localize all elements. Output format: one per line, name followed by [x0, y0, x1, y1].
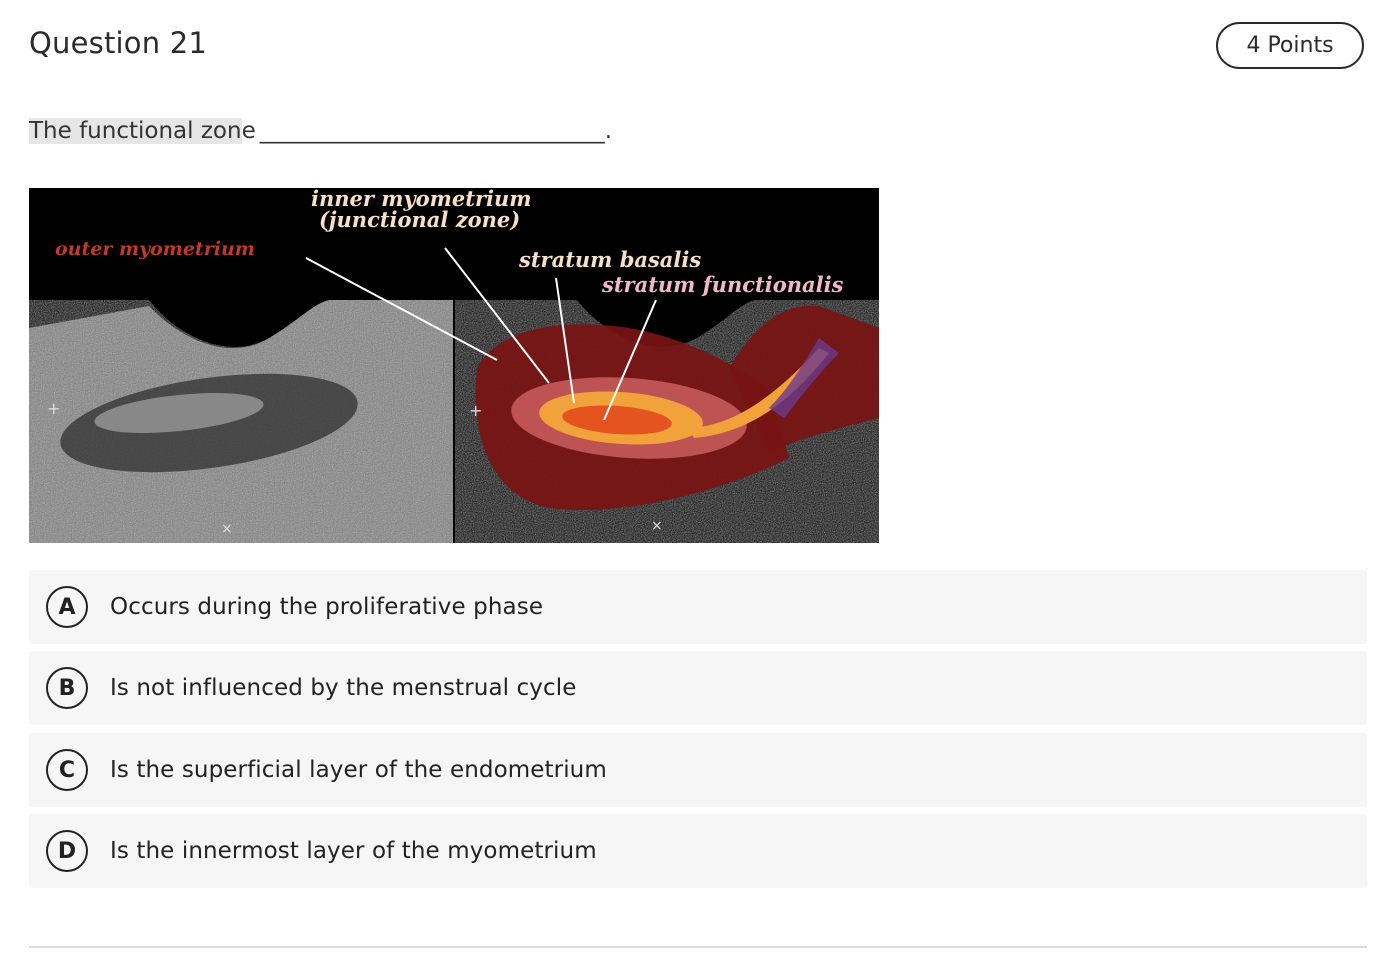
right-ultrasound-panel: × + [455, 188, 879, 543]
ultrasound-image: + × × + outer myometrium inn [29, 188, 879, 543]
svg-text:×: × [651, 518, 663, 534]
choice-text-a: Occurs during the proliferative phase [110, 594, 544, 620]
choice-letter-b: B [46, 667, 88, 709]
points-badge: 4 Points [1216, 22, 1364, 69]
question-title: Question 21 [29, 26, 208, 60]
left-ultrasound-panel: + × [29, 188, 453, 543]
choice-text-c: Is the superficial layer of the endometr… [110, 757, 607, 783]
svg-text:+: + [469, 401, 482, 420]
choice-text-d: Is the innermost layer of the myometrium [110, 838, 597, 864]
choice-a[interactable]: A Occurs during the proliferative phase [29, 570, 1367, 644]
svg-text:+: + [47, 399, 60, 418]
bottom-divider [29, 946, 1367, 948]
label-junctional-zone: (junctional zone) [319, 207, 520, 232]
choice-letter-d: D [46, 830, 88, 872]
pointer-lines [305, 247, 657, 421]
choice-letter-a: A [46, 586, 88, 628]
prompt-highlighted-text: The functional zon [29, 118, 242, 144]
label-stratum-functionalis: stratum functionalis [601, 272, 844, 297]
choice-c[interactable]: C Is the superficial layer of the endome… [29, 733, 1367, 807]
choice-letter-c: C [46, 749, 88, 791]
choice-text-b: Is not influenced by the menstrual cycle [110, 675, 577, 701]
choice-d[interactable]: D Is the innermost layer of the myometri… [29, 814, 1367, 888]
choice-b[interactable]: B Is not influenced by the menstrual cyc… [29, 651, 1367, 725]
prompt-blank: ______________________________. [259, 118, 613, 144]
ultrasound-figure: + × × + outer myometrium inn [29, 188, 879, 543]
label-outer-myometrium: outer myometrium [55, 238, 255, 260]
label-inner-myometrium: inner myometrium [311, 188, 532, 211]
prompt-text-rest: e [241, 118, 256, 144]
svg-text:×: × [221, 521, 233, 537]
label-stratum-basalis: stratum basalis [518, 247, 701, 272]
